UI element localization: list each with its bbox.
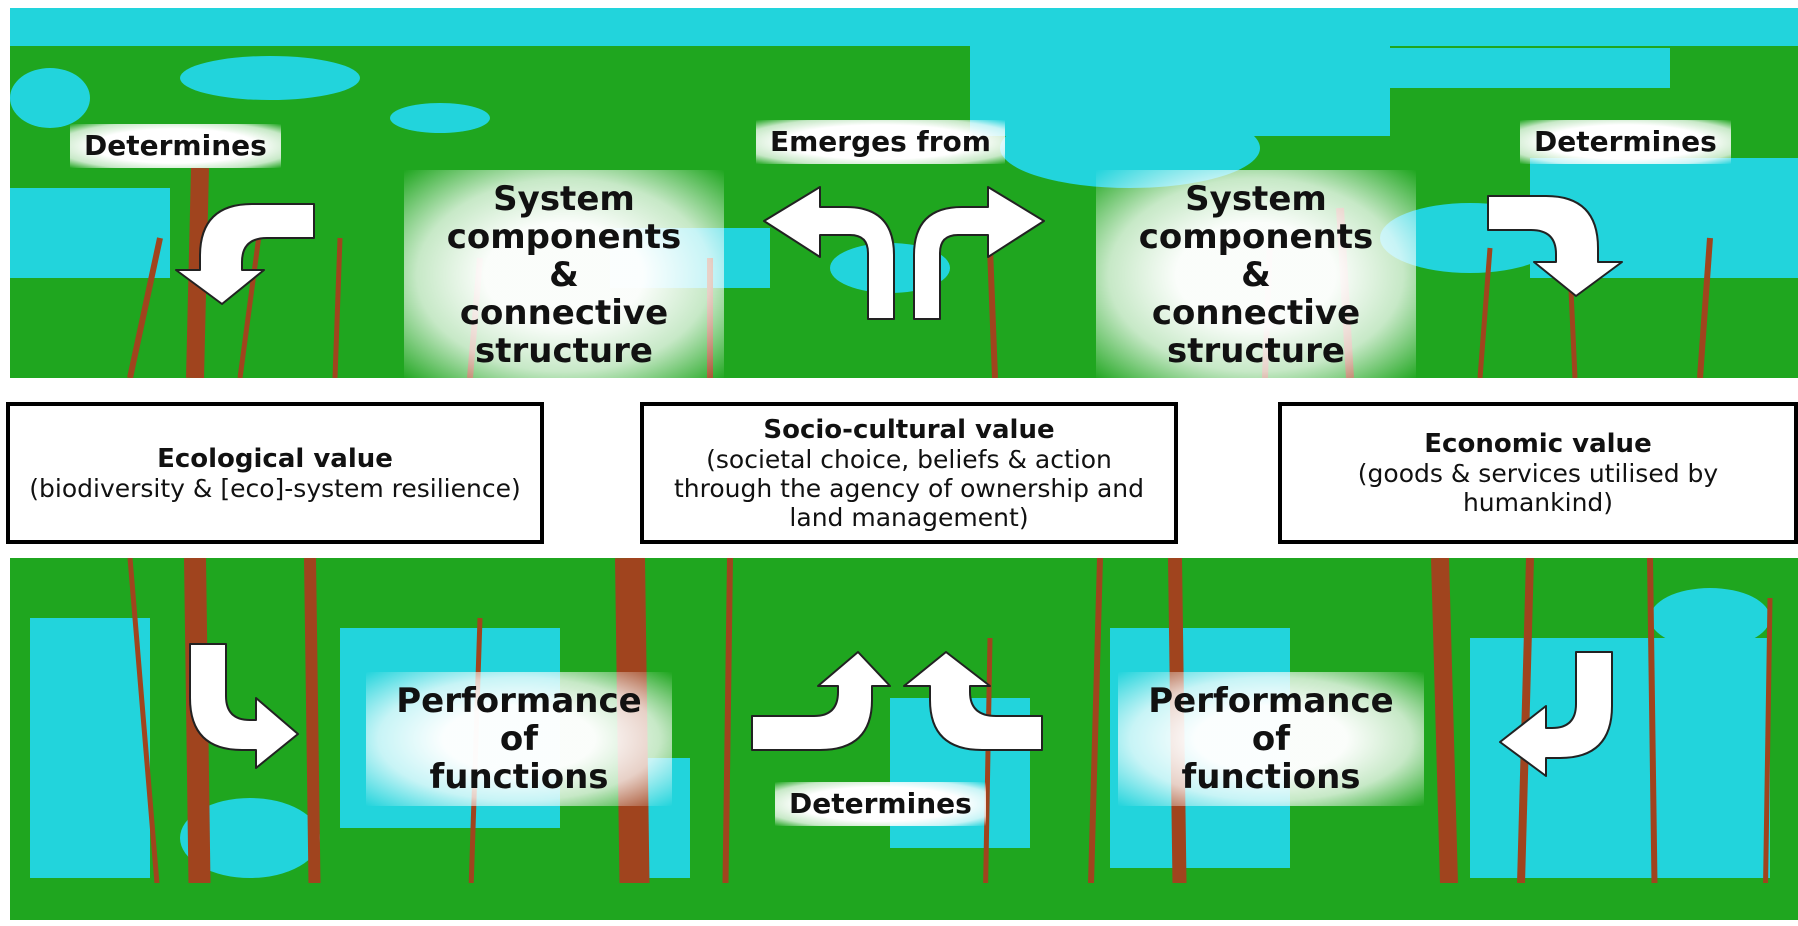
determines-label-top-right: Determines: [1520, 120, 1731, 164]
value-description: (societal choice, beliefs & action throu…: [673, 444, 1144, 532]
curved-arrow-icon: [1487, 195, 1623, 297]
system-components-line: System: [1185, 179, 1327, 219]
curved-arrow-icon: [189, 643, 299, 769]
economic-value-box: Economic value (goods & services utilise…: [1278, 402, 1798, 544]
performance-line: functions: [1181, 757, 1361, 797]
system-components-left: System components & connective structure: [404, 170, 724, 380]
ecological-value-box: Ecological value (biodiversity & [eco]-s…: [6, 402, 544, 544]
curved-arrow-icon: [913, 186, 1045, 320]
system-components-line: connective: [1151, 293, 1361, 333]
performance-line: Performance: [396, 681, 642, 721]
system-components-line: connective: [459, 293, 669, 333]
system-components-line: components: [446, 217, 682, 257]
performance-line: Performance: [1148, 681, 1394, 721]
determines-label-top-left: Determines: [70, 124, 281, 168]
performance-line: functions: [429, 757, 609, 797]
system-components-line: components: [1138, 217, 1374, 257]
emerges-from-label: Emerges from: [756, 120, 1005, 164]
value-title: Socio-cultural value: [763, 414, 1055, 445]
performance-line: of: [1251, 719, 1291, 759]
determines-label-bottom: Determines: [775, 782, 986, 826]
performance-of-functions-left: Performance of functions: [366, 672, 672, 806]
performance-line: of: [499, 719, 539, 759]
curved-arrow-icon: [751, 651, 891, 751]
system-components-line: structure: [1167, 331, 1345, 371]
system-components-line: System: [493, 179, 635, 219]
curved-arrow-icon: [175, 203, 315, 305]
value-title: Economic value: [1424, 429, 1652, 459]
system-components-line: &: [549, 255, 579, 295]
system-components-line: structure: [475, 331, 653, 371]
value-title: Ecological value: [157, 443, 393, 474]
value-description: (biodiversity & [eco]-system resilience): [29, 473, 521, 503]
system-components-right: System components & connective structure: [1096, 170, 1416, 380]
socio-cultural-value-box: Socio-cultural value (societal choice, b…: [640, 402, 1178, 544]
system-components-line: &: [1241, 255, 1271, 295]
curved-arrow-icon: [903, 651, 1043, 751]
curved-arrow-icon: [763, 186, 895, 320]
value-description: (goods & services utilised by humankind): [1357, 459, 1719, 517]
curved-arrow-icon: [1499, 651, 1613, 777]
performance-of-functions-right: Performance of functions: [1118, 672, 1424, 806]
